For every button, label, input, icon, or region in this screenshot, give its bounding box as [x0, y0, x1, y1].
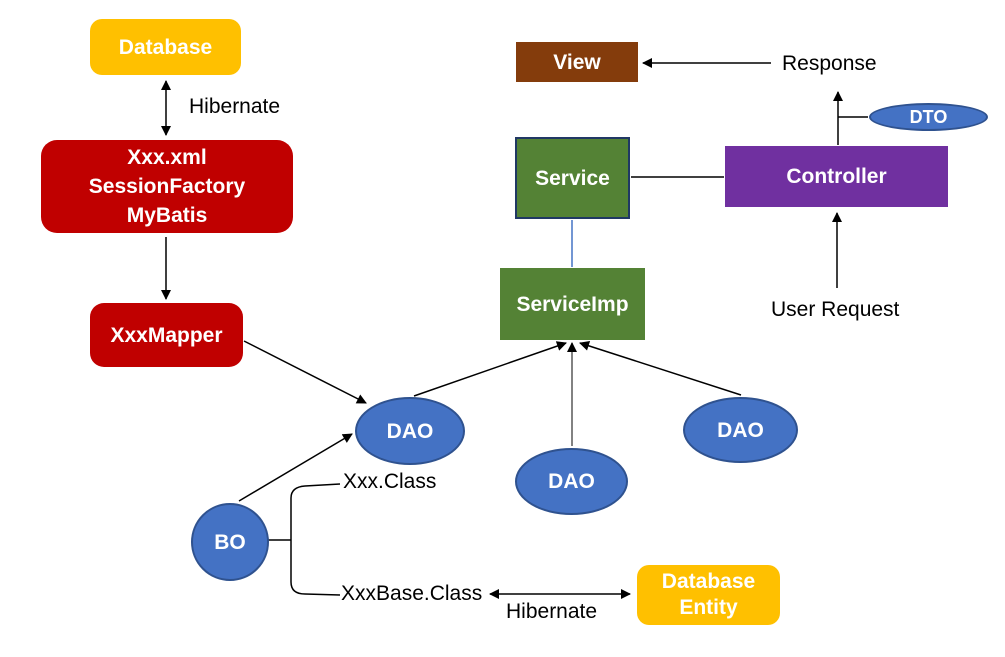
node-view-label: View [553, 50, 601, 74]
node-dao-mid: DAO [515, 448, 628, 515]
bo-bracket [268, 483, 341, 596]
edge-daoleft-serviceimp [413, 341, 567, 397]
node-controller: Controller [725, 146, 948, 207]
node-bo-label: BO [214, 530, 246, 554]
node-database-entity: Database Entity [637, 565, 780, 625]
node-xml-sessionfactory-mybatis: Xxx.xml SessionFactory MyBatis [41, 140, 293, 233]
node-dto: DTO [869, 103, 988, 131]
node-dao-right: DAO [683, 397, 798, 463]
node-database: Database [90, 19, 241, 75]
edge-daoright-serviceimp [579, 341, 742, 396]
node-serviceimp: ServiceImp [500, 268, 645, 340]
label-hibernate-top: Hibernate [189, 95, 281, 118]
node-controller-label: Controller [786, 165, 887, 188]
xml-box-line3: MyBatis [126, 204, 208, 227]
label-hibernate-bottom: Hibernate [506, 600, 598, 623]
database-entity-line2: Entity [679, 596, 738, 619]
label-response: Response [782, 52, 877, 75]
node-dao-left: DAO [355, 397, 465, 465]
edge-bo-dao [238, 433, 353, 502]
node-view: View [516, 42, 638, 82]
database-entity-line1: Database [661, 570, 756, 593]
node-service-label: Service [535, 166, 610, 190]
node-xxxmapper-label: XxxMapper [110, 323, 223, 347]
node-dao-mid-label: DAO [548, 470, 595, 493]
xml-box-line1: Xxx.xml [127, 146, 207, 169]
node-bo: BO [191, 503, 269, 581]
label-xxx-class: Xxx.Class [343, 470, 437, 493]
node-serviceimp-label: ServiceImp [516, 292, 629, 316]
node-database-label: Database [118, 35, 213, 59]
node-dto-label: DTO [909, 106, 948, 127]
label-user-request: User Request [771, 298, 900, 321]
node-service: Service [515, 137, 630, 219]
label-xxxbase-class: XxxBase.Class [341, 582, 483, 605]
xml-box-line2: SessionFactory [88, 175, 246, 198]
node-dao-left-label: DAO [386, 419, 434, 443]
node-dao-right-label: DAO [717, 418, 764, 442]
edge-xxxmapper-dao [243, 340, 367, 404]
node-xxxmapper: XxxMapper [90, 303, 243, 367]
